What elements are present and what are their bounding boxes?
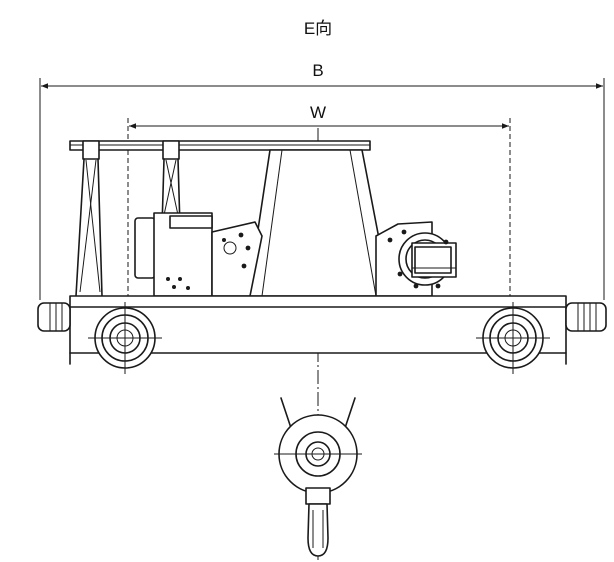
hoist-drum-housing [247, 149, 391, 297]
buffer-right [565, 302, 607, 332]
hoist-gearbox [211, 221, 263, 297]
hook-block [274, 397, 362, 557]
view-label: E向 [304, 19, 332, 38]
dimension-w-label: W [310, 103, 326, 122]
hoist-motor [134, 212, 213, 297]
dimension-b: B [39, 61, 605, 300]
wheel-right [476, 302, 550, 374]
dimension-b-label: B [312, 61, 323, 80]
top-rail [69, 140, 371, 151]
wheel-left [88, 302, 162, 374]
buffer-left [37, 302, 71, 332]
travel-motor [398, 232, 457, 289]
